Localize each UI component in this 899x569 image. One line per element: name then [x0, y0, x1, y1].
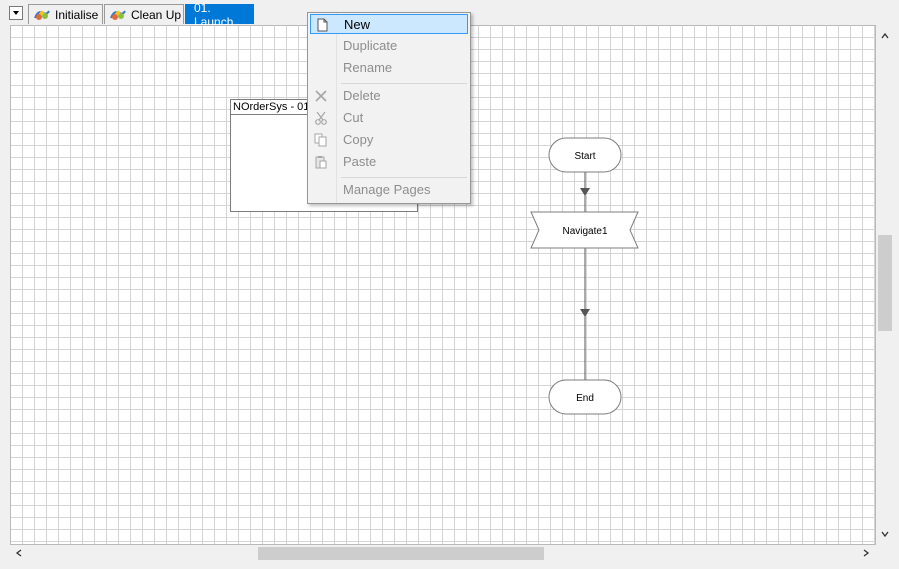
scroll-down-icon[interactable] [880, 529, 890, 539]
connector-arrow-icon [580, 309, 590, 317]
flow-diagram: Start Navigate1 End [530, 137, 639, 415]
connector-arrow-icon [580, 188, 590, 196]
cut-icon [315, 111, 327, 125]
scroll-right-icon[interactable] [861, 548, 871, 558]
end-stage-label: End [576, 393, 594, 404]
vertical-scrollbar[interactable] [876, 25, 894, 545]
process-icon [110, 10, 126, 20]
start-stage-label: Start [574, 151, 595, 162]
scroll-up-icon[interactable] [880, 31, 890, 41]
navigate-stage-label: Navigate1 [562, 226, 607, 237]
menu-item-delete[interactable]: Delete [310, 86, 468, 106]
end-stage[interactable]: End [548, 379, 622, 415]
menu-item-cut[interactable]: Cut [310, 108, 468, 128]
vertical-scroll-thumb[interactable] [878, 235, 892, 331]
horizontal-scroll-thumb[interactable] [258, 547, 544, 560]
tab-initialise[interactable]: Initialise [28, 4, 103, 24]
menu-item-manage-pages[interactable]: Manage Pages [343, 182, 431, 197]
new-page-icon [317, 18, 328, 32]
process-icon [34, 10, 50, 20]
menu-item-rename[interactable]: Rename [343, 60, 393, 75]
delete-icon [315, 90, 327, 102]
page-list-dropdown-button[interactable] [9, 6, 23, 20]
horizontal-scrollbar[interactable] [10, 545, 876, 562]
menu-icon-gutter [336, 13, 337, 203]
paste-icon [315, 156, 327, 169]
menu-item-copy[interactable]: Copy [310, 130, 468, 150]
tab-label: Clean Up [131, 7, 182, 22]
navigate-stage[interactable]: Navigate1 [530, 211, 639, 249]
menu-item-new[interactable]: New [310, 14, 468, 34]
tab-01-launch[interactable]: 01. Launch [185, 1, 254, 29]
menu-separator [341, 177, 467, 178]
menu-separator [341, 83, 467, 84]
tab-label: Initialise [55, 7, 99, 22]
menu-item-duplicate[interactable]: Duplicate [343, 38, 398, 53]
menu-item-paste[interactable]: Paste [310, 152, 468, 172]
copy-icon [314, 133, 327, 147]
start-stage[interactable]: Start [548, 137, 622, 173]
scroll-left-icon[interactable] [14, 548, 24, 558]
tab-clean-up[interactable]: Clean Up [104, 4, 184, 24]
page-context-menu: New Duplicate Rename Delete Cut Copy [307, 12, 471, 204]
